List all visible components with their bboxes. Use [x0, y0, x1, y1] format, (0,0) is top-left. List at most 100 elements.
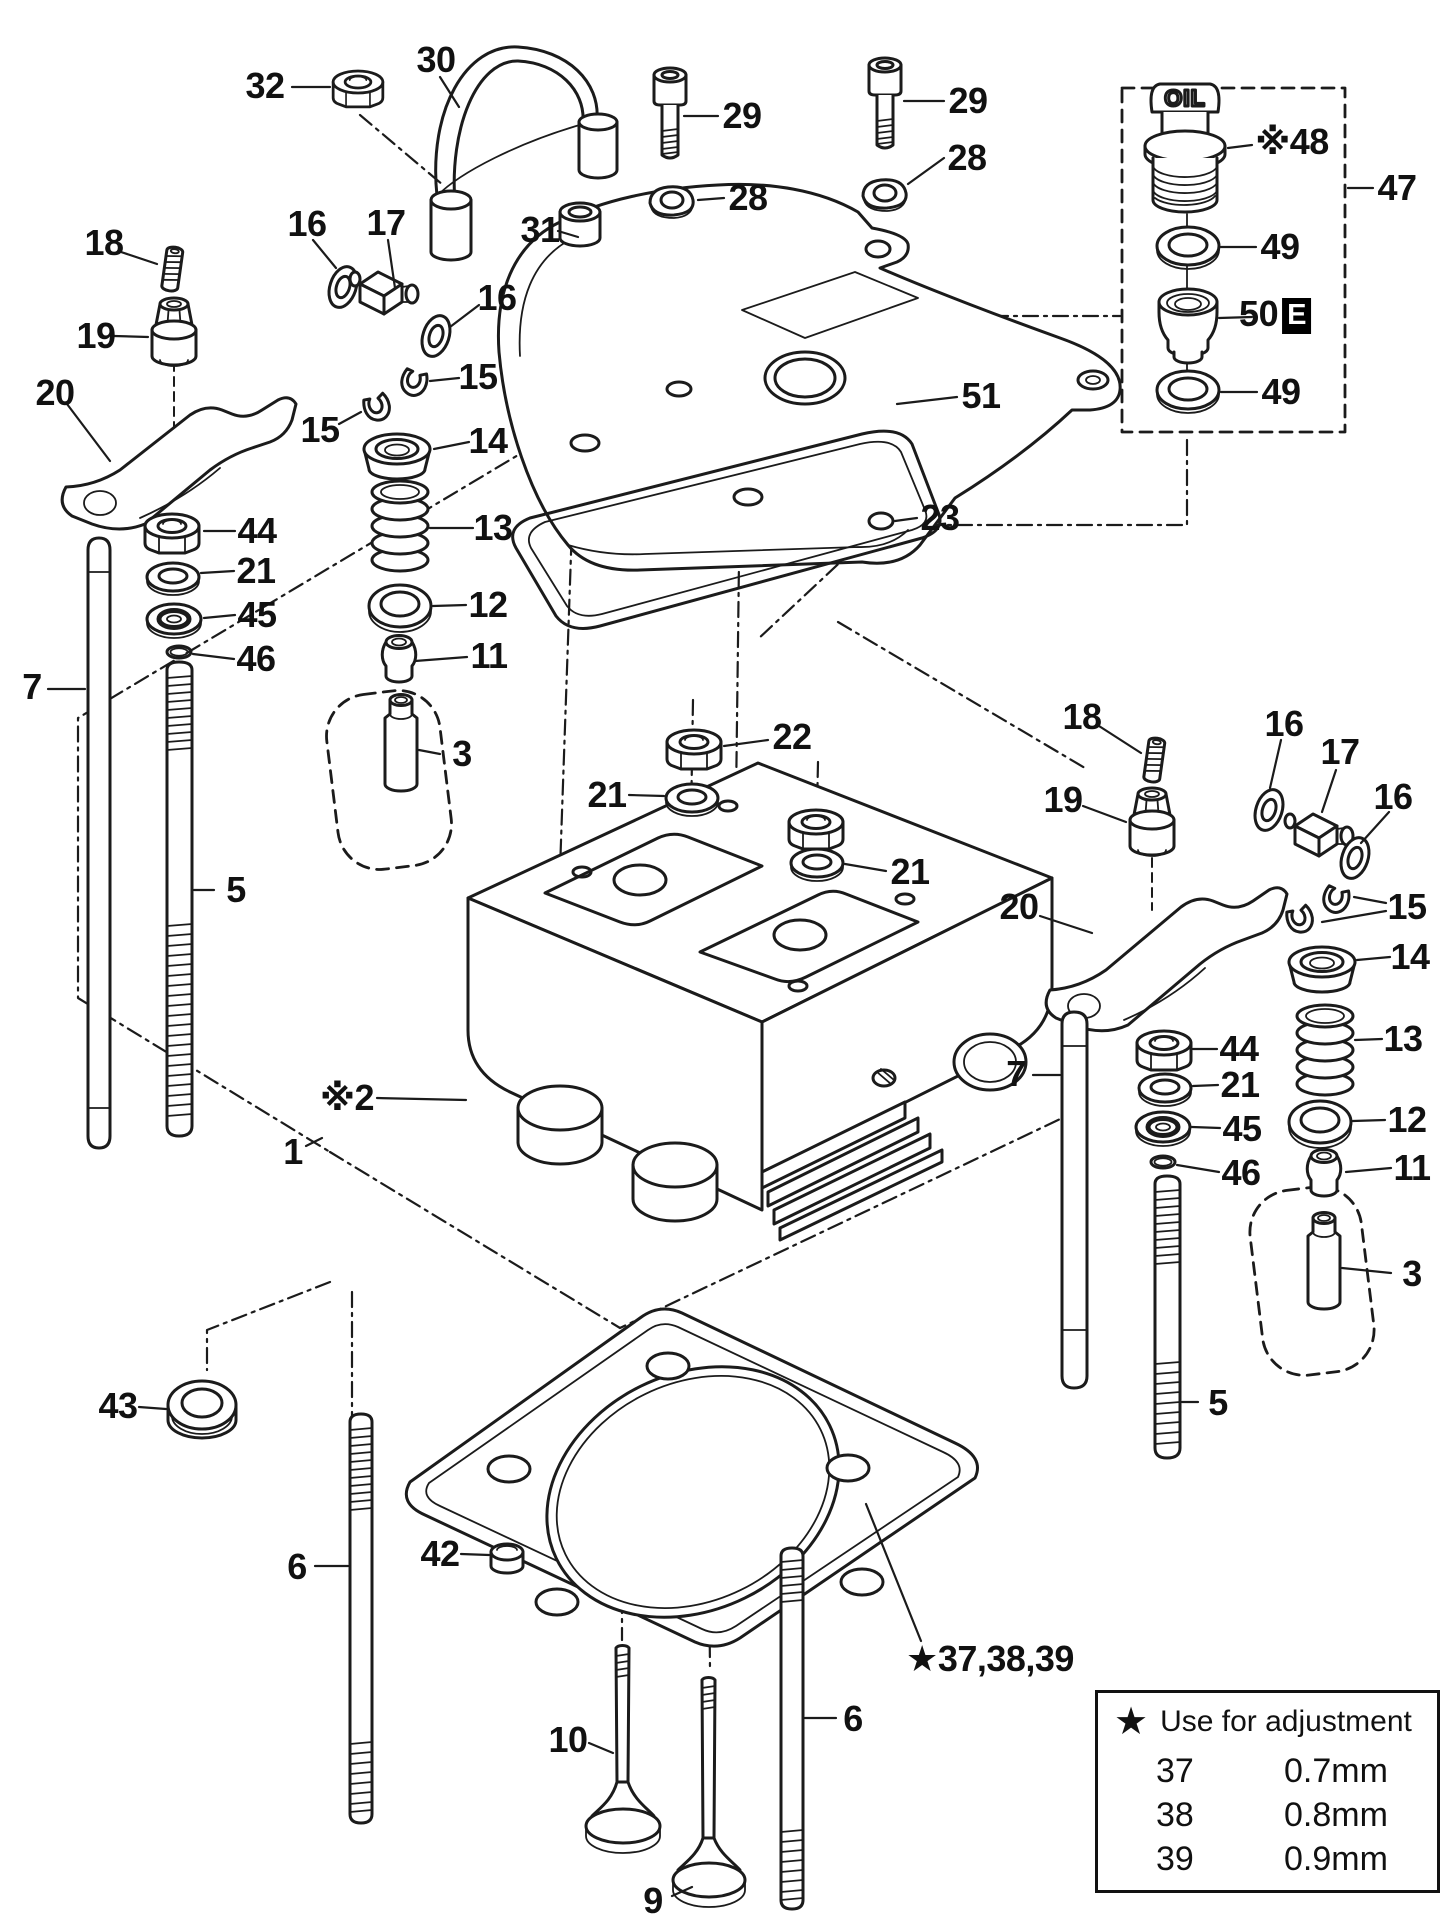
bushing-31-drawing: [558, 201, 602, 248]
cover-gasket-drawing: [511, 429, 942, 630]
oil-cup-drawing: [1157, 287, 1219, 365]
part-callout-7-54: 7: [1006, 1053, 1026, 1094]
cylinder-head-drawing: [466, 761, 1054, 1242]
leader-lines: [46, 75, 1393, 1898]
legend-part-number: 37: [1156, 1752, 1194, 1790]
part-callout-30-1: 30: [416, 39, 456, 80]
legend-title: Use for adjustment: [1160, 1705, 1412, 1738]
part-callout-20-43: 20: [999, 886, 1039, 927]
legend-row-37: 37 0.7mm: [1114, 1749, 1425, 1793]
part-callout-17-40: 17: [1320, 731, 1360, 772]
badge-E: E: [1282, 298, 1311, 334]
part-callout-51-12: 51: [961, 375, 1001, 416]
part-callout-45-49: 45: [1222, 1108, 1262, 1149]
part-callout-18-14: 18: [84, 222, 124, 263]
part-callout-11-52: 11: [1393, 1147, 1431, 1188]
part-callout-48-7: ※48: [1255, 121, 1329, 162]
valve-drawing-10: [584, 1643, 662, 1854]
part-callout-21-35: 21: [890, 851, 930, 892]
part-callout-44-24: 44: [237, 510, 277, 551]
cup-plug-drawing: [489, 1542, 525, 1575]
part-callout-23-13: 23: [920, 497, 960, 538]
part-callout-43-56: 43: [98, 1385, 138, 1426]
part-callout-12-30: 12: [468, 584, 508, 625]
part-callout-15-44: 15: [1387, 886, 1427, 927]
head-stud-drawing: [165, 660, 194, 1138]
part-callout-2-36: ※2: [319, 1077, 375, 1118]
part-callout-16-19: 16: [477, 277, 517, 318]
part-callout-10-59: 10: [548, 1719, 588, 1760]
part-callout-373839-62: ★37,38,39: [906, 1638, 1074, 1679]
push-rod-drawing: [1060, 1010, 1089, 1390]
part-callout-42-58: 42: [420, 1533, 460, 1574]
legend-row-38: 38 0.8mm: [1114, 1793, 1425, 1837]
rocker-arm-drawing: [1044, 886, 1289, 1033]
part-callout-45-26: 45: [237, 594, 277, 635]
legend-row-39: 39 0.9mm: [1114, 1837, 1425, 1881]
part-callout-13-23: 13: [473, 507, 513, 548]
legend-part-number: 39: [1156, 1840, 1194, 1878]
cylinder-stud-drawing: [348, 1412, 374, 1825]
part-callout-13-46: 13: [1383, 1018, 1423, 1059]
star-icon: ★: [1114, 1701, 1149, 1743]
part-callout-21-34: 21: [587, 774, 627, 815]
dashed-boundaries: [325, 86, 1376, 1377]
part-callout-15-20: 15: [458, 356, 498, 397]
oil-cup-gasket-drawing: [1155, 369, 1221, 414]
legend-gap-value: 0.8mm: [1284, 1796, 1388, 1834]
rocker-arm-drawing: [60, 396, 298, 531]
part-callout-16-39: 16: [1264, 703, 1304, 744]
part-callout-11-31: 11: [470, 635, 508, 676]
part-callout-19-42: 19: [1043, 779, 1083, 820]
part-callout-46-50: 46: [1221, 1152, 1261, 1193]
part-callout-17-18: 17: [366, 202, 406, 243]
part-callout-21-25: 21: [236, 550, 276, 591]
legend-gap-value: 0.9mm: [1284, 1840, 1388, 1878]
part-callout-29-2: 29: [722, 95, 762, 136]
part-callout-15-21: 15: [300, 409, 340, 450]
oil-cap-text: OIL: [1164, 85, 1205, 111]
part-callout-20-16: 20: [35, 372, 75, 413]
part-callout-21-48: 21: [1220, 1064, 1260, 1105]
part-callout-6-57: 6: [287, 1546, 307, 1587]
oil-filler-cap-drawing: OIL: [1143, 82, 1227, 375]
breather-strap-drawing: [429, 45, 619, 262]
part-callout-46-27: 46: [236, 638, 276, 679]
part-callout-32-0: 32: [245, 65, 285, 106]
part-callout-16-17: 16: [287, 203, 327, 244]
part-callout-44-47: 44: [1219, 1028, 1259, 1069]
push-rod-drawing: [86, 536, 112, 1150]
legend-header: ★ Use for adjustment: [1114, 1701, 1425, 1743]
part-callout-22-33: 22: [772, 716, 812, 757]
part-callout-3-32: 3: [452, 733, 472, 774]
part-callout-28-5: 28: [947, 137, 987, 178]
part-callout-29-4: 29: [948, 80, 988, 121]
part-callout-31-6: 31: [520, 209, 560, 250]
head-gasket-drawing: [404, 1307, 979, 1648]
part-callout-9-60: 9: [643, 1880, 663, 1921]
part-callout-3-53: 3: [1402, 1253, 1422, 1294]
part-callout-28-3: 28: [728, 177, 768, 218]
adjustment-legend: ★ Use for adjustment 37 0.7mm 38 0.8mm 39 0.9…: [1095, 1690, 1440, 1893]
cylinder-stud-drawing: [779, 1546, 805, 1911]
part-callout-1-37: 1: [283, 1131, 303, 1172]
part-callout-12-51: 12: [1387, 1099, 1427, 1140]
oil-cap-group-box: [1120, 86, 1347, 434]
part-callout-14-22: 14: [468, 420, 508, 461]
head-stud-drawing: [1153, 1174, 1182, 1460]
part-callout-18-38: 18: [1062, 696, 1102, 737]
part-callout-47-8: 47: [1377, 167, 1417, 208]
valve-seal-cap-drawing: [166, 1379, 238, 1440]
legend-rows: 37 0.7mm 38 0.8mm 39 0.9mm: [1114, 1749, 1425, 1881]
legend-gap-value: 0.7mm: [1284, 1752, 1388, 1790]
part-callout-5-55: 5: [1208, 1382, 1228, 1423]
part-callout-5-29: 5: [226, 869, 246, 910]
legend-part-number: 38: [1156, 1796, 1194, 1834]
oil-cap-gasket-drawing: [1155, 225, 1221, 270]
part-callout-6-61: 6: [843, 1698, 863, 1739]
part-callout-19-15: 19: [76, 315, 116, 356]
part-callout-49-9: 49: [1260, 226, 1300, 267]
